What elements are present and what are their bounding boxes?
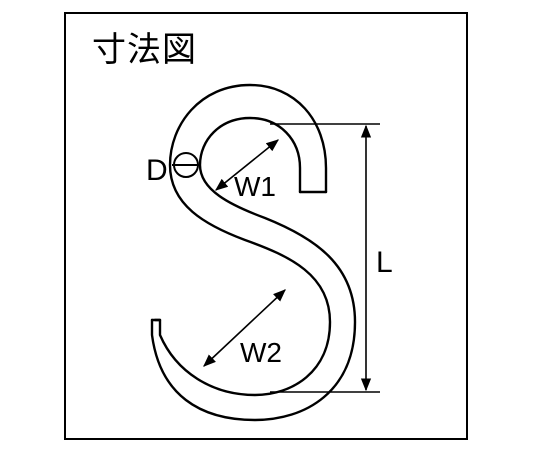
- w2-dimension: [203, 289, 286, 367]
- diagram-title: 寸法図: [92, 30, 197, 70]
- upper-hook-outer: [153, 83, 332, 397]
- label-w2: W2: [240, 337, 282, 368]
- diameter-marker: [172, 152, 200, 178]
- w1-dimension: [215, 139, 279, 191]
- upper-hook-inner: [150, 116, 357, 422]
- label-w1: W1: [234, 171, 276, 202]
- s-hook-outline: [150, 83, 357, 422]
- label-l: L: [376, 246, 393, 279]
- diagram-frame: [64, 12, 468, 440]
- label-d: D: [146, 154, 168, 187]
- l-dimension: [270, 123, 380, 393]
